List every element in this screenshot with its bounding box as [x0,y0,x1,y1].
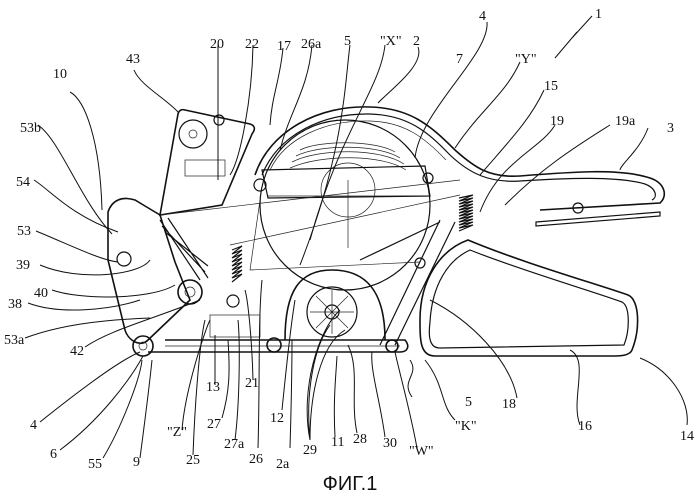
mechanism-block-27 [209,314,261,338]
label-27: 27 [207,417,221,432]
label-11: 11 [331,435,344,450]
frame-pivot-left [253,178,267,192]
label-53: 53 [17,224,31,239]
spring-left [159,217,209,281]
label-10: 10 [53,67,67,82]
frame-lines [159,179,461,271]
upper-pivot [414,257,426,269]
print-wheel-hub [188,129,198,139]
label-X: "X" [380,34,402,49]
spring-21 [231,245,243,283]
frame-pivot-right [422,172,434,184]
label-9: 9 [133,455,140,470]
figure-caption: ФИГ.1 [323,473,378,495]
drive-wheel-spokes [310,290,354,334]
label-26: 26 [249,452,263,467]
roller-12 [266,337,282,353]
reference-labels: 1 2 3 4 "X" 7 "Y" 15 19 19a 5 26a 17 22 … [4,7,694,472]
label-Y: "Y" [515,52,537,67]
label-16: 16 [578,419,592,434]
pressure-roller-42-hub [184,286,196,298]
drive-wheel [306,286,358,338]
label-53b: 53b [20,121,41,136]
nose-roller [116,251,132,267]
housing-top-outline [254,106,666,211]
front-roller-6-hub [138,341,148,351]
label-roll [259,119,431,291]
lever-pivot [572,202,584,214]
label-5-top: 5 [344,34,351,49]
label-6: 6 [50,447,57,462]
print-head-frame [159,108,256,216]
front-roller-6 [132,335,154,357]
label-27a: 27a [224,437,245,452]
label-18: 18 [502,397,516,412]
label-42: 42 [70,344,84,359]
frame-strut [359,219,456,346]
leader-lines [24,15,688,459]
label-29: 29 [303,443,317,458]
label-K: "K" [455,419,477,434]
label-W: "W" [409,444,434,459]
label-55: 55 [88,457,102,472]
print-wheel [178,119,208,149]
front-nose [107,197,191,345]
label-15: 15 [544,79,558,94]
label-20: 20 [210,37,224,52]
label-30: 30 [383,436,397,451]
label-7: 7 [456,52,463,67]
label-25: 25 [186,453,200,468]
label-38: 38 [8,297,22,312]
machine-drawing [107,106,666,357]
housing-top-inner2 [269,120,447,171]
label-4-bottom: 4 [30,418,37,433]
label-43: 43 [126,52,140,67]
label-Z: "Z" [167,425,187,440]
label-53a: 53a [4,333,25,348]
label-roll-windings [289,142,407,171]
label-2: 2 [413,34,420,49]
label-19: 19 [550,114,564,129]
label-40: 40 [34,286,48,301]
label-1: 1 [595,7,602,22]
drive-housing [284,269,386,341]
head-pivot [213,114,225,126]
lower-pivot-W [385,339,399,353]
label-28: 28 [353,432,367,447]
label-54: 54 [16,175,30,190]
label-39: 39 [16,258,30,273]
handle-grip [419,239,639,357]
base-plate [148,339,409,353]
label-14: 14 [680,429,694,444]
label-5-bottom: 5 [465,395,472,410]
label-26a: 26a [301,37,322,52]
label-2a: 2a [276,457,290,472]
spring-21-anchor [226,294,240,308]
spring-15 [458,194,474,232]
label-3: 3 [667,121,674,136]
head-block [184,159,226,177]
handle-grip-inner [428,249,629,349]
housing-top-inner [261,113,656,201]
label-4-top: 4 [479,9,486,24]
lever-rail [535,211,661,227]
label-22: 22 [245,37,259,52]
roll-support-plate [261,165,431,199]
label-12: 12 [270,411,284,426]
label-19a: 19a [615,114,636,129]
label-21: 21 [245,376,259,391]
label-17: 17 [277,39,291,54]
label-13: 13 [206,380,220,395]
